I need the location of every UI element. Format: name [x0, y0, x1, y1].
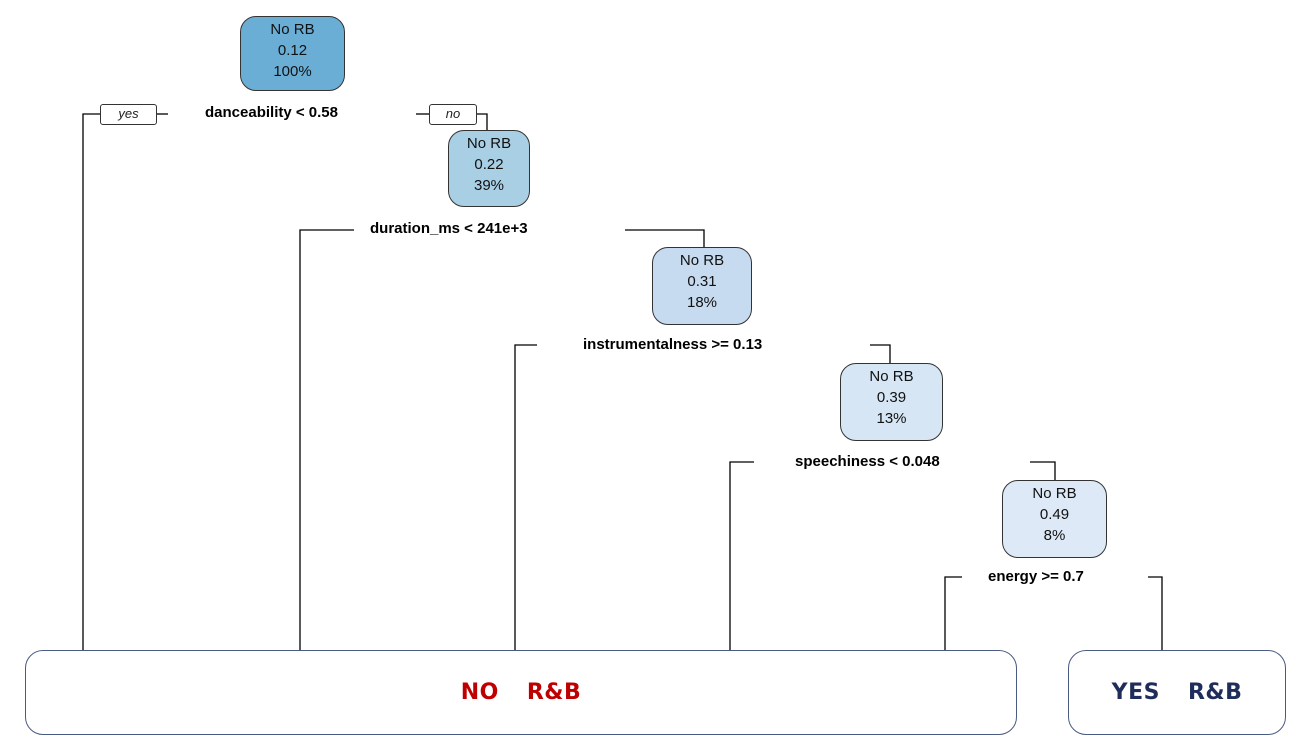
split-label-2: duration_ms < 241e+3 — [370, 220, 528, 237]
node-prob: 0.31 — [687, 273, 717, 290]
node-label: No RB — [466, 135, 512, 152]
connector-no-3 — [870, 344, 891, 363]
connector-no-4 — [1030, 461, 1056, 480]
connector-yes-5 — [944, 576, 962, 650]
no-branch-tag: no — [429, 104, 477, 125]
node-label: No RB — [679, 252, 725, 269]
split-label-1: danceability < 0.58 — [205, 104, 338, 121]
split-label-4: speechiness < 0.048 — [795, 453, 940, 470]
node-pct: 18% — [686, 294, 718, 311]
node-label: No RB — [869, 368, 914, 385]
split-label-5: energy >= 0.7 — [988, 568, 1084, 585]
node-pct: 8% — [1043, 527, 1066, 544]
leaf-yes-word2: R&B — [1187, 680, 1243, 705]
leaf-no-word2: R&B — [526, 680, 582, 705]
connector-no-5 — [1148, 576, 1163, 650]
connector-no-1 — [475, 113, 488, 130]
node-pct: 100% — [273, 63, 312, 80]
leaf-no-rb: NO R&B — [25, 650, 1017, 735]
connector-yes-2 — [299, 229, 354, 650]
connector-yes-1 — [82, 113, 100, 650]
split-label-3: instrumentalness >= 0.13 — [583, 336, 763, 353]
tree-node-3: No RB 0.31 18% — [652, 247, 752, 325]
tree-node-4: No RB 0.39 13% — [840, 363, 943, 441]
node-label: No RB — [270, 21, 315, 38]
node-prob: 0.12 — [277, 42, 308, 59]
tree-node-2: No RB 0.22 39% — [448, 130, 530, 207]
connector-no-2 — [625, 229, 705, 247]
node-prob: 0.49 — [1039, 506, 1070, 523]
yes-branch-tag: yes — [100, 104, 157, 125]
connector-yes-4 — [729, 461, 754, 650]
leaf-yes-word1: YES — [1111, 680, 1160, 705]
node-prob: 0.39 — [876, 389, 907, 406]
leaf-no-word1: NO — [460, 680, 499, 705]
node-pct: 39% — [473, 177, 505, 194]
connector-yes-3 — [514, 344, 537, 650]
tree-node-5: No RB 0.49 8% — [1002, 480, 1107, 558]
tree-node-1: No RB 0.12 100% — [240, 16, 345, 91]
node-prob: 0.22 — [474, 156, 504, 173]
leaf-yes-rb: YES R&B — [1068, 650, 1286, 735]
node-pct: 13% — [876, 410, 907, 427]
node-label: No RB — [1032, 485, 1077, 502]
